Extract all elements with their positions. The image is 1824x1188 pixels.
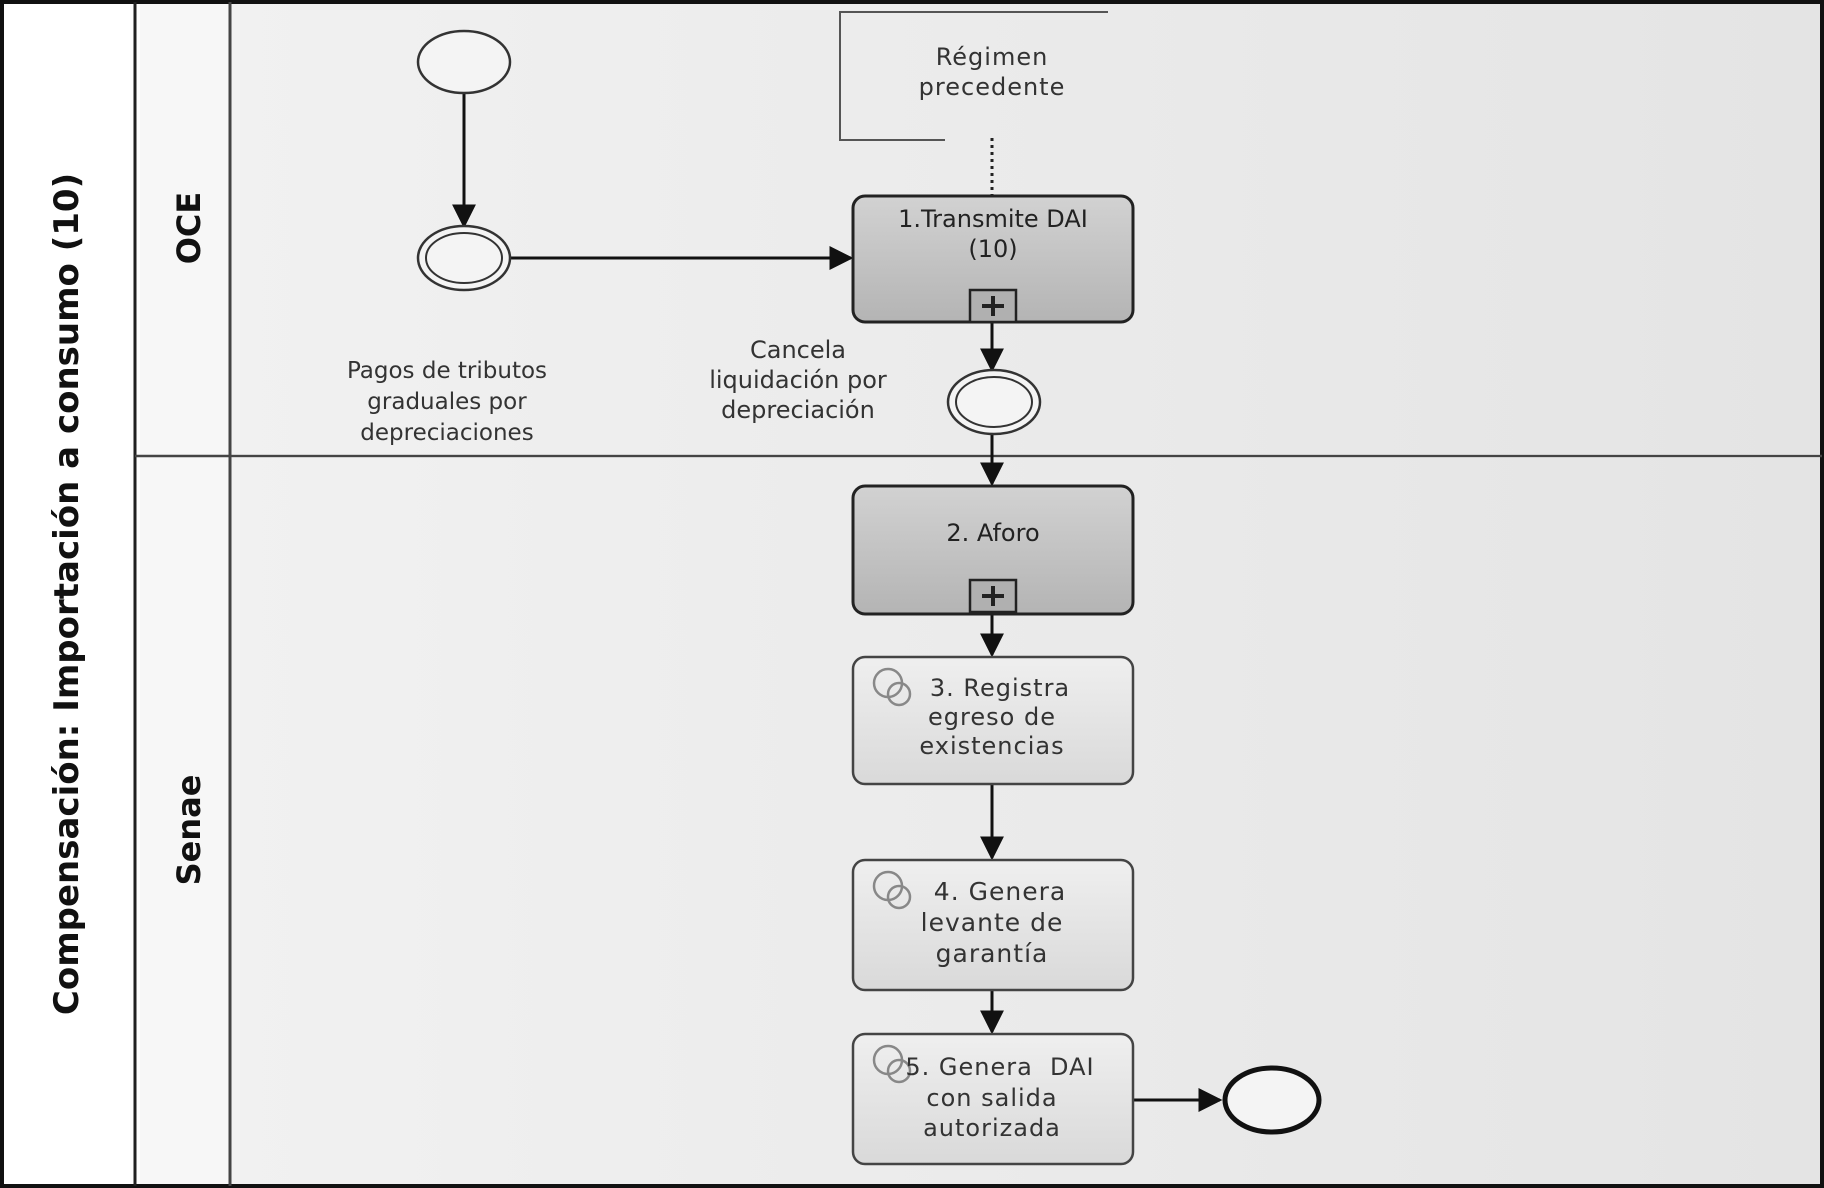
sequence-flows — [452, 92, 1223, 1112]
intermediate-event-cancel-label: Cancela liquidación por depreciación — [709, 336, 887, 424]
task-label: 3. Registra — [930, 674, 1070, 702]
task-label: 4. Genera — [934, 877, 1066, 906]
event-label-line: depreciaciones — [360, 420, 533, 446]
gear-icon — [872, 667, 912, 707]
expand-subprocess-icon[interactable] — [968, 578, 1018, 614]
event-label-line: Pagos de tributos — [347, 358, 547, 384]
task-label: autorizada — [923, 1114, 1061, 1142]
event-label-line: liquidación por — [709, 366, 887, 394]
task-label: garantía — [936, 939, 1049, 968]
task-transmite-dai[interactable]: 1.Transmite DAI (10) — [851, 194, 1135, 324]
annotation-regimen-precedente: Régimen precedente — [839, 11, 1108, 196]
lane-title-senae: Senae — [170, 775, 208, 886]
start-event — [416, 29, 512, 95]
pool-title: Compensación: Importación a consumo (10) — [47, 173, 87, 1015]
intermediate-event-payments — [416, 224, 512, 292]
task-label: egreso de — [928, 703, 1056, 731]
task-label: (10) — [968, 235, 1017, 263]
expand-subprocess-icon[interactable] — [968, 288, 1018, 324]
task-label: 1.Transmite DAI — [898, 205, 1088, 233]
annotation-line-2: precedente — [919, 73, 1066, 101]
gear-icon — [872, 870, 912, 910]
gear-icon — [872, 1044, 912, 1084]
task-label: 2. Aforo — [946, 519, 1039, 547]
end-event — [1222, 1065, 1322, 1135]
task-genera-levante[interactable]: 4. Genera levante de garantía — [851, 858, 1135, 992]
task-label: con salida — [926, 1084, 1057, 1112]
task-label: 5. Genera DAI — [905, 1053, 1094, 1081]
task-registra-egreso[interactable]: 3. Registra egreso de existencias — [851, 655, 1135, 786]
task-genera-dai-salida[interactable]: 5. Genera DAI con salida autorizada — [851, 1032, 1135, 1166]
annotation-line-1: Régimen — [936, 43, 1049, 71]
lane-title-oce: OCE — [170, 192, 208, 265]
event-label-line: graduales por — [367, 389, 527, 415]
intermediate-event-payments-label: Pagos de tributos graduales por deprecia… — [347, 358, 547, 446]
task-label: existencias — [919, 732, 1064, 760]
event-label-line: Cancela — [750, 336, 846, 364]
task-label: levante de — [921, 908, 1064, 937]
event-label-line: depreciación — [721, 396, 875, 424]
intermediate-event-cancel — [946, 368, 1042, 436]
task-aforo[interactable]: 2. Aforo — [851, 484, 1135, 616]
